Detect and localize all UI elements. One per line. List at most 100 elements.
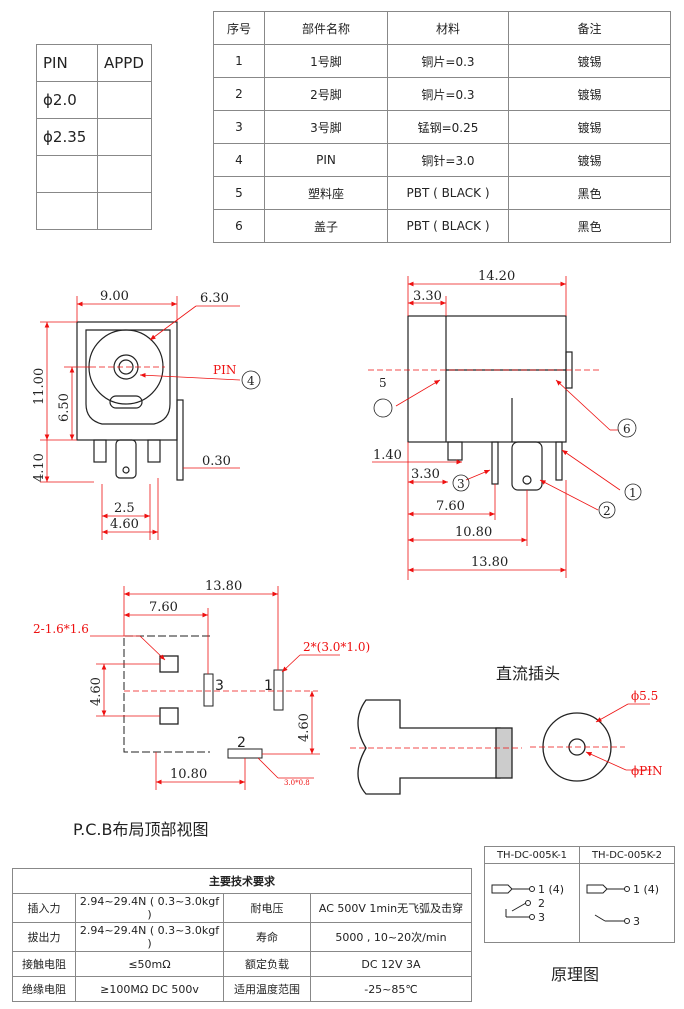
- hole-spec-a: 2-1.6*1.6: [33, 622, 89, 636]
- appd-cell: [97, 118, 152, 156]
- cell: AC 500V 1min无飞弧及击穿: [310, 893, 472, 923]
- cell: 镀锡: [508, 77, 671, 111]
- slot-3: [203, 673, 214, 707]
- cell: 适用温度范围: [223, 976, 311, 1002]
- side-view: [407, 315, 573, 491]
- cell: 拔出力: [12, 922, 76, 952]
- housing-face: [85, 329, 171, 425]
- dim-height-total: 11.00: [32, 368, 47, 405]
- schem1-pin2: 2: [538, 897, 545, 910]
- dim-330: 3.30: [411, 467, 440, 482]
- schematic-caption: 原理图: [551, 965, 600, 984]
- dim-spacing-a: 2.5: [114, 501, 135, 516]
- table-row: ϕ2.35: [36, 118, 152, 156]
- cell: 铜片=0.3: [387, 44, 509, 78]
- side-dims: [368, 276, 642, 580]
- pin-center: [115, 439, 137, 479]
- dim-spacing-b: 4.60: [110, 517, 139, 532]
- col-header: 部件名称: [264, 11, 388, 45]
- col-header: 备注: [508, 11, 671, 45]
- hole-spec-b: 2*(3.0*1.0): [303, 640, 370, 654]
- schematic-table: TH-DC-005K-1 TH-DC-005K-2 1 (4) 2 3: [484, 846, 675, 943]
- plug-dims: [350, 703, 652, 771]
- pcb-view: [123, 635, 284, 759]
- pcb-dim-460-left: 4.60: [89, 677, 104, 706]
- dim-height-low: 4.10: [32, 453, 47, 482]
- side-pin-3: [447, 441, 463, 461]
- cell: 3号脚: [264, 110, 388, 144]
- cell: 镀锡: [508, 143, 671, 177]
- table-row: 插入力 2.94~29.4N ( 0.3~3.0kgf ) 耐电压 AC 500…: [12, 893, 472, 923]
- cell: ≤50mΩ: [75, 951, 224, 977]
- side-body: [407, 315, 567, 443]
- cell: 2.94~29.4N ( 0.3~3.0kgf ): [75, 922, 224, 952]
- pin-num-1: 1: [264, 678, 273, 694]
- pcb-dims: [90, 586, 340, 790]
- dim-length: 14.20: [478, 269, 515, 284]
- appd-cell: [97, 192, 152, 230]
- cell: 黑色: [508, 209, 671, 243]
- cell: 镀锡: [508, 110, 671, 144]
- slot: [109, 395, 143, 409]
- pin-num-2: 2: [237, 735, 246, 751]
- col-header: 材料: [387, 11, 509, 45]
- dim-760: 7.60: [436, 499, 465, 514]
- table-header-row: 序号 部件名称 材料 备注: [213, 11, 671, 45]
- spec-title: 主要技术要求: [12, 868, 472, 894]
- cell: ≥100MΩ DC 500v: [75, 976, 224, 1002]
- plug-body: [357, 699, 501, 795]
- pin-hole: [122, 466, 130, 474]
- cell: 铜针=3.0: [387, 143, 509, 177]
- cell: 2.94~29.4N ( 0.3~3.0kgf ): [75, 893, 224, 923]
- cell: DC 12V 3A: [310, 951, 472, 977]
- side-pin-a: [491, 441, 499, 485]
- side-tab: [176, 399, 184, 481]
- pin-right: [147, 439, 161, 463]
- plug-dia-pin: ϕPIN: [631, 764, 663, 778]
- callout-4: 4: [247, 374, 255, 388]
- plug-title: 直流插头: [496, 664, 560, 683]
- schem2-pin1: 1 (4): [633, 883, 659, 896]
- pin-table: PIN APPD ϕ2.0 ϕ2.35: [36, 44, 152, 230]
- dim-width-top: 9.00: [100, 289, 129, 304]
- dim-seg: 3.30: [413, 289, 442, 304]
- dim-1380: 13.80: [471, 555, 508, 570]
- plug-tip: [495, 727, 513, 779]
- callout-5: 5: [379, 376, 387, 390]
- spec-table: 主要技术要求 插入力 2.94~29.4N ( 0.3~3.0kgf ) 耐电压…: [12, 868, 472, 1002]
- callout-3: 3: [457, 477, 465, 491]
- cell: 锰钢=0.25: [387, 110, 509, 144]
- schematic-header-2: TH-DC-005K-2: [579, 846, 675, 864]
- callout-6: 6: [623, 422, 631, 436]
- appd-cell: [97, 81, 152, 119]
- cell: 盖子: [264, 209, 388, 243]
- schem1-pin3: 3: [538, 911, 545, 924]
- cell: 耐电压: [223, 893, 311, 923]
- schematic-symbol-1: 1 (4) 2 3: [484, 863, 580, 943]
- side-pin-1: [511, 441, 543, 491]
- pcb-dim-760: 7.60: [149, 600, 178, 615]
- pin-left: [93, 439, 107, 463]
- cell: 5000 , 10~20次/min: [310, 922, 472, 952]
- plug-drawing: [357, 699, 612, 795]
- dim-thickness: 0.30: [202, 454, 231, 469]
- slot-note: 3.0*0.8: [284, 779, 310, 787]
- cell: 绝缘电阻: [12, 976, 76, 1002]
- pcb-dim-1380: 13.80: [205, 579, 242, 594]
- dim-140: 1.40: [373, 448, 402, 463]
- cell: 3: [213, 110, 265, 144]
- table-row: 1 (4) 2 3 1 (4) 3: [484, 863, 675, 943]
- cell: 镀锡: [508, 44, 671, 78]
- slot-1: [273, 669, 284, 711]
- pin-num-3: 3: [215, 678, 224, 694]
- cell: PBT ( BLACK ): [387, 176, 509, 210]
- table-title-row: 主要技术要求: [12, 868, 472, 894]
- dim-diameter: 6.30: [200, 291, 229, 306]
- table-row: ϕ2.0: [36, 81, 152, 119]
- side-pin-2: [555, 441, 563, 481]
- cell: 插入力: [12, 893, 76, 923]
